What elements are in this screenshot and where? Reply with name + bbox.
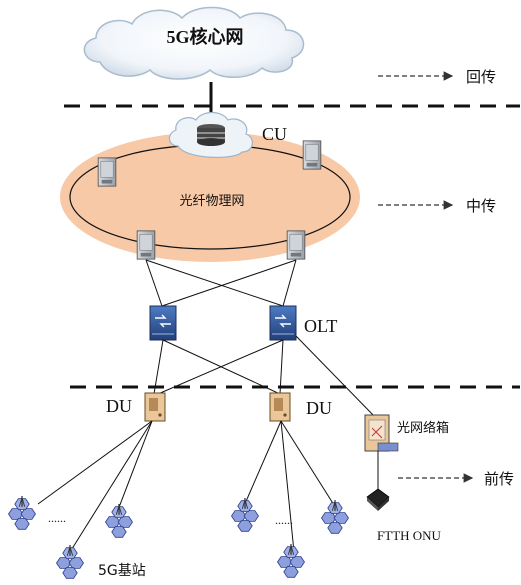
- fiber-box-label: 光网络箱: [397, 420, 449, 436]
- du-right-label: DU: [306, 398, 332, 418]
- fronthaul-marker: 前传: [398, 470, 514, 488]
- ftth-onu-label: FTTH ONU: [377, 528, 442, 543]
- ring-node-top-left-icon: [97, 157, 117, 187]
- fiber-box-icon: [364, 414, 399, 452]
- base-station-icon-5: [320, 500, 350, 534]
- olt-du-links: [153, 335, 377, 419]
- database-icon: [197, 124, 225, 146]
- base-station-icon-3: [55, 545, 85, 579]
- ring-node-bottom-right-icon: [286, 230, 306, 260]
- fronthaul-label: 前传: [484, 470, 514, 488]
- du-cell-links: [37, 420, 335, 553]
- olt-switch-right-icon: [269, 305, 297, 341]
- base-station-label: 5G基站: [98, 562, 146, 579]
- du-left-icon: [144, 392, 166, 422]
- base-station-icon-4: [230, 498, 260, 532]
- ring-olt-links: [145, 259, 297, 307]
- base-station-icon-2: [104, 504, 134, 538]
- backhaul-marker: 回传: [378, 68, 496, 86]
- cu-label: CU: [262, 124, 287, 144]
- ftth-onu-icon: [366, 488, 390, 511]
- fiber-ring-label: 光纤物理网: [179, 194, 244, 209]
- du-left-label: DU: [106, 396, 132, 416]
- du-right-icon: [269, 392, 291, 422]
- ellipsis-left: ......: [48, 511, 66, 525]
- midhaul-marker: 中传: [378, 197, 496, 215]
- ring-node-top-right-icon: [302, 140, 322, 170]
- olt-switch-left-icon: [149, 305, 177, 341]
- base-station-icon-6: [276, 544, 306, 578]
- base-station-icon-1: [7, 496, 37, 530]
- core-network-cloud: 5G核心网: [83, 6, 305, 80]
- fiber-ring-background: [60, 132, 360, 262]
- core-network-label: 5G核心网: [166, 26, 243, 47]
- backhaul-label: 回传: [466, 68, 496, 86]
- cu-node: CU: [168, 111, 287, 158]
- ring-node-bottom-left-icon: [136, 230, 156, 260]
- olt-label: OLT: [304, 316, 337, 336]
- midhaul-label: 中传: [466, 197, 496, 215]
- ellipsis-right: ......: [275, 513, 293, 527]
